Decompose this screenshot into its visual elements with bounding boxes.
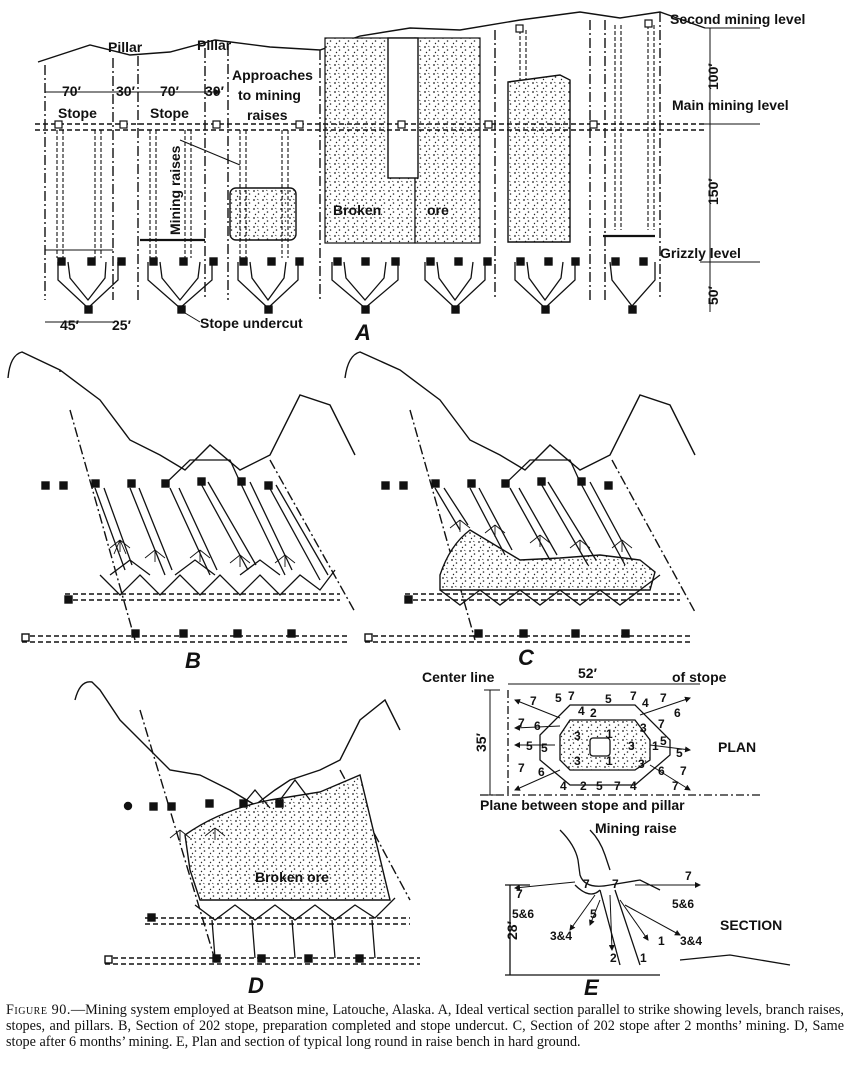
dim-70-b: 70′ [160,83,180,99]
mining-raise-label: Mining raise [595,820,677,836]
plan-num: 4 [642,696,649,710]
stope-label-2: Stope [150,105,189,121]
plan-num: 3 [628,739,635,753]
dim-50: 50′ [705,285,721,305]
mining-raises-label: Mining raises [167,145,183,235]
panel-d-letter: D [248,973,264,998]
pillar-label-1: Pillar [108,39,143,55]
approaches-label-1: Approaches [232,67,313,83]
broken-label: Broken [333,202,381,218]
plan-num: 3 [574,754,581,768]
plane-between-label: Plane between stope and pillar [480,797,685,813]
plan-numbers: 7 5 7 4 5 7 4 7 2 6 7 6 3 1 3 7 5 5 3 1 … [518,689,687,793]
stope-label-1: Stope [58,105,97,121]
plan-num: 7 [658,717,665,731]
plan-num: 5 [526,739,533,753]
section-num: 7 [516,887,523,901]
dim-70-a: 70′ [62,83,82,99]
second-mining-level-label: Second mining level [670,11,805,27]
section-num: 7 [583,877,590,891]
plan-label: PLAN [718,739,756,755]
plan-num: 1 [606,727,613,741]
plan-num: 4 [578,704,585,718]
section-num: 3&4 [680,934,702,948]
panel-a-labels: Pillar Pillar 70′ 30′ 70′ 30′ Stope Stop… [58,11,805,345]
section-numbers: 7 7 7 7 5&6 5&6 3&4 3&4 5 2 1 1 [512,869,702,965]
pillar-label-2: Pillar [197,37,232,53]
dim-150: 150′ [705,178,721,205]
panel-b-letter: B [185,648,201,673]
width-dimension: 52′ [578,665,598,681]
section-num: 5&6 [512,907,534,921]
depth-dimension: 35′ [473,732,489,752]
dim-30-a: 30′ [116,83,136,99]
ore-label: ore [427,202,449,218]
plan-num: 6 [674,706,681,720]
plan-num: 5 [555,691,562,705]
plan-num: 7 [568,689,575,703]
plan-num: 2 [580,779,587,793]
figure-label: Figure 90. [6,1002,71,1018]
plan-num: 6 [538,765,545,779]
section-num: 2 [610,951,617,965]
section-label: SECTION [720,917,782,933]
panel-b [7,351,356,643]
panel-e [480,683,791,976]
dim-25: 25′ [112,317,132,333]
section-num: 1 [640,951,647,965]
plan-num: 4 [560,779,567,793]
approaches-label-3: raises [247,107,288,123]
plan-num: 5 [676,746,683,760]
mining-system-figure: Pillar Pillar 70′ 30′ 70′ 30′ Stope Stop… [7,11,805,1000]
approaches-label-2: to mining [238,87,301,103]
plan-num: 3 [640,721,647,735]
section-num: 5&6 [672,897,694,911]
caption-text: —Mining system employed at Beatson mine,… [6,1002,844,1050]
panel-d [74,681,420,965]
panel-e-letter: E [584,975,600,1000]
of-stope-label: of stope [672,669,727,685]
plan-num: 7 [530,694,537,708]
broken-ore-label: Broken ore [255,869,329,885]
plan-num: 6 [534,719,541,733]
plan-num: 2 [590,706,597,720]
plan-num: 7 [518,761,525,775]
panel-e-labels: Center line 52′ of stope 35′ PLAN Plane … [422,665,782,1000]
plan-num: 7 [518,716,525,730]
main-mining-level-label: Main mining level [672,97,789,113]
panel-c-letter: C [518,645,535,670]
section-num: 3&4 [550,929,572,943]
dim-100: 100′ [705,63,721,90]
panel-c [344,351,696,643]
plan-num: 3 [638,757,645,771]
plan-num: 7 [680,764,687,778]
section-num: 1 [658,934,665,948]
plan-num: 1 [606,754,613,768]
plan-num: 5 [605,692,612,706]
section-num: 7 [612,877,619,891]
plan-num: 6 [658,764,665,778]
panel-d-labels: Broken ore D [248,869,329,998]
plan-num: 7 [660,691,667,705]
grizzly-level-label: Grizzly level [660,245,741,261]
section-num: 5 [590,907,597,921]
plan-num: 7 [614,779,621,793]
plan-num: 4 [630,779,637,793]
plan-num: 1 [652,739,659,753]
plan-num: 7 [630,689,637,703]
dim-30-b: 30′ [205,83,225,99]
center-line-label: Center line [422,669,495,685]
plan-num: 3 [574,729,581,743]
figure-caption: Figure 90.—Mining system employed at Bea… [6,1002,844,1050]
panel-a [35,11,760,323]
plan-num: 5 [541,741,548,755]
dim-45: 45′ [60,317,80,333]
plan-num: 5 [660,734,667,748]
stope-undercut-label: Stope undercut [200,315,303,331]
section-num: 7 [685,869,692,883]
height-dimension: 28′ [504,920,520,940]
panel-a-letter: A [354,320,371,345]
plan-num: 5 [596,779,603,793]
plan-num: 7 [672,779,679,793]
